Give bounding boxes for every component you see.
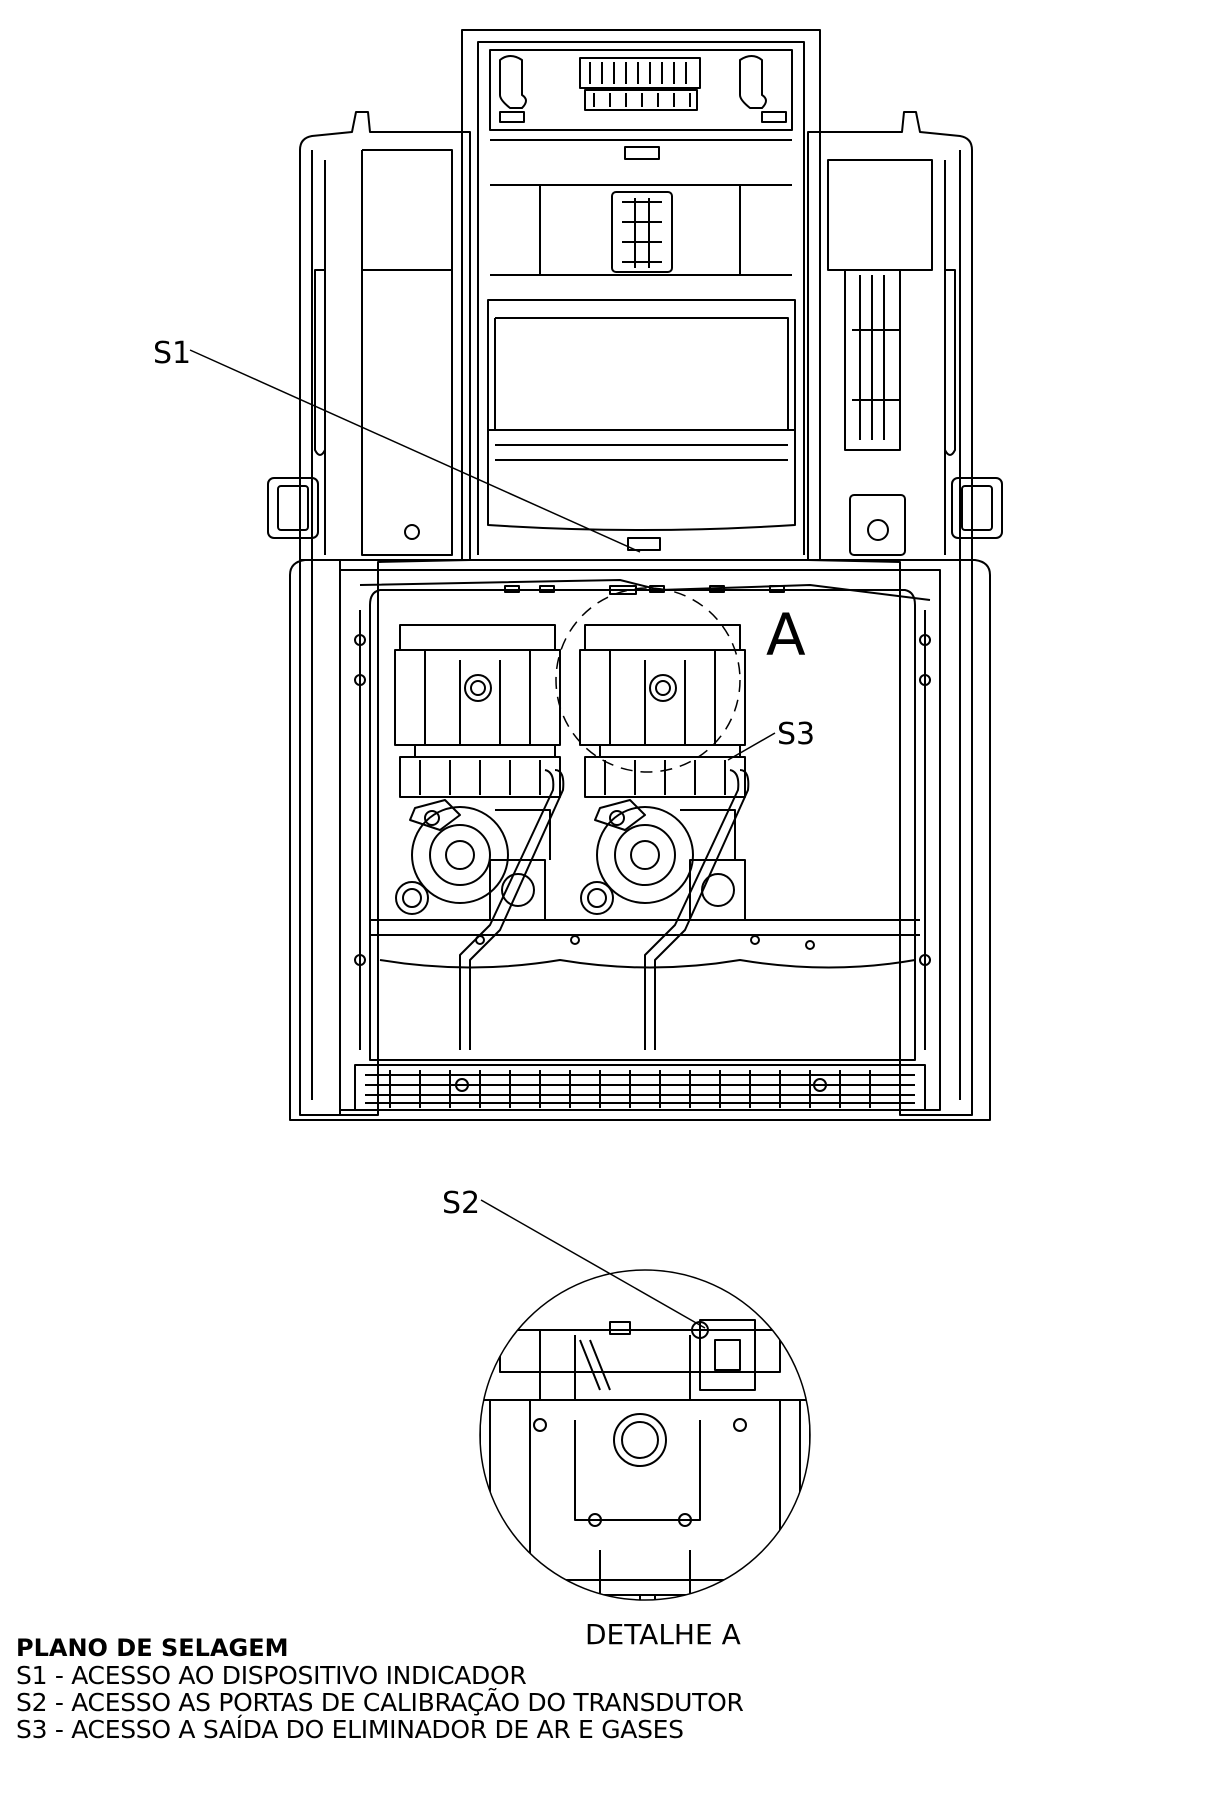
legend-item-s3: S3 - ACESSO A SAÍDA DO ELIMINADOR DE AR … (16, 1715, 684, 1744)
detail-a-circle (555, 587, 741, 773)
callout-s1-label: S1 (153, 336, 191, 371)
detail-marker-label: A (766, 601, 806, 669)
callout-s3: S3 (727, 717, 815, 761)
sealing-plan-legend: PLANO DE SELAGEM S1 - ACESSO AO DISPOSIT… (16, 1634, 744, 1744)
detail-a-view (479, 1269, 811, 1601)
callout-s3-label: S3 (777, 717, 815, 752)
meter-right (579, 624, 750, 1050)
legend-title: PLANO DE SELAGEM (16, 1634, 289, 1662)
detail-a-caption: DETALHE A (585, 1618, 741, 1651)
hydraulic-cabinet (289, 559, 991, 1121)
callout-s2: S2 (442, 1186, 706, 1329)
meter-left (394, 624, 565, 1050)
legend-item-s1: S1 - ACESSO AO DISPOSITIVO INDICADOR (16, 1661, 527, 1690)
display-head (461, 29, 821, 560)
right-side-panel (807, 111, 1003, 1116)
legend-item-s2: S2 - ACESSO AS PORTAS DE CALIBRAÇÃO DO T… (16, 1688, 744, 1717)
callout-a: A (766, 601, 806, 669)
callout-s2-label: S2 (442, 1186, 480, 1221)
dispenser-front-view (267, 29, 1003, 1121)
callout-s1: S1 (153, 336, 641, 553)
